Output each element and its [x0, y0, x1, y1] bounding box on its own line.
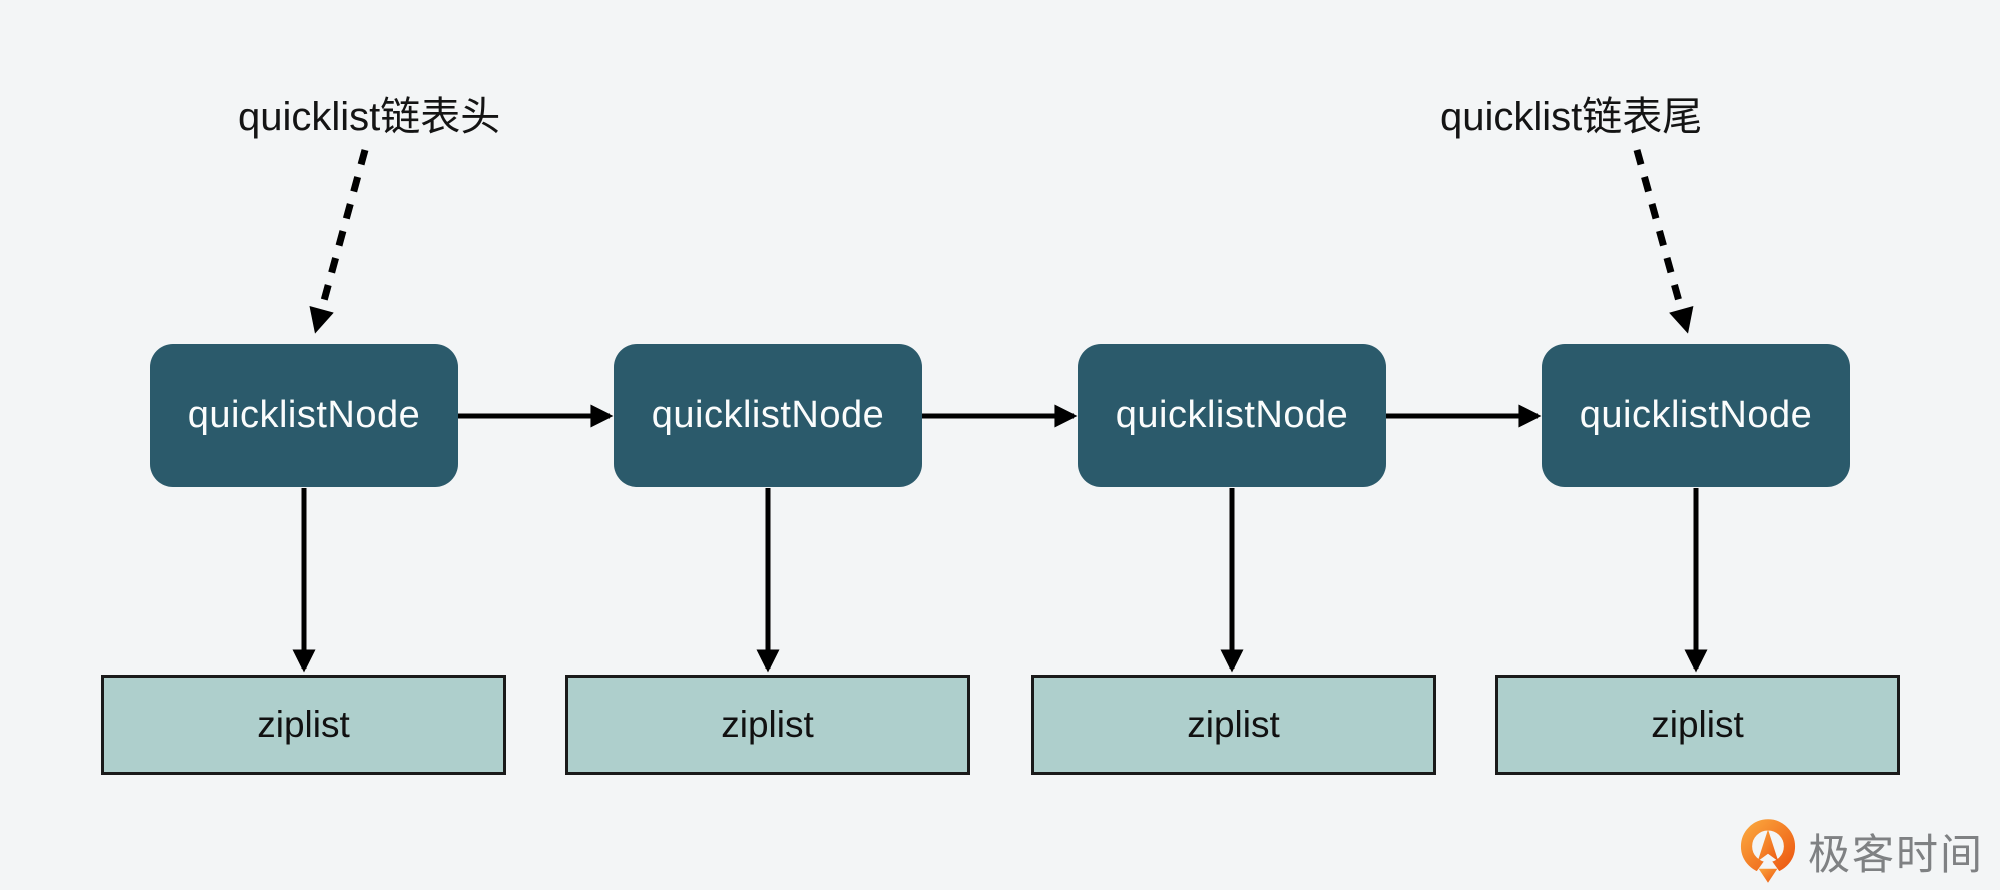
quicklist-node-3: quicklistNode [1078, 344, 1386, 487]
geektime-logo: 极客时间 [1740, 818, 1984, 884]
quicklist-node-3-label: quicklistNode [1115, 394, 1349, 436]
geektime-logo-text: 极客时间 [1807, 830, 1984, 878]
ziplist-box-2: ziplist [565, 675, 970, 775]
quicklist-node-2-label: quicklistNode [651, 394, 885, 436]
quicklist-node-2: quicklistNode [614, 344, 922, 487]
quicklist-node-4: quicklistNode [1542, 344, 1850, 487]
geektime-logo-icon [1740, 819, 1796, 883]
dashed-arrow-head-label-to-node1 [309, 149, 369, 334]
ziplist-box-3-label: ziplist [1187, 704, 1280, 745]
head-annotation-label: quicklist链表头 [238, 95, 501, 139]
ziplist-box-4-label: ziplist [1651, 704, 1744, 745]
ziplist-box-4: ziplist [1495, 675, 1900, 775]
quicklist-node-1: quicklistNode [150, 344, 458, 487]
ziplist-box-1: ziplist [101, 675, 506, 775]
quicklist-node-1-label: quicklistNode [187, 394, 421, 436]
ziplist-box-2-label: ziplist [721, 704, 814, 745]
dashed-arrow-tail-label-to-node4 [1633, 149, 1694, 334]
tail-annotation-label: quicklist链表尾 [1440, 95, 1703, 139]
ziplist-box-1-label: ziplist [257, 704, 350, 745]
quicklist-node-4-label: quicklistNode [1579, 394, 1813, 436]
ziplist-box-3: ziplist [1031, 675, 1436, 775]
